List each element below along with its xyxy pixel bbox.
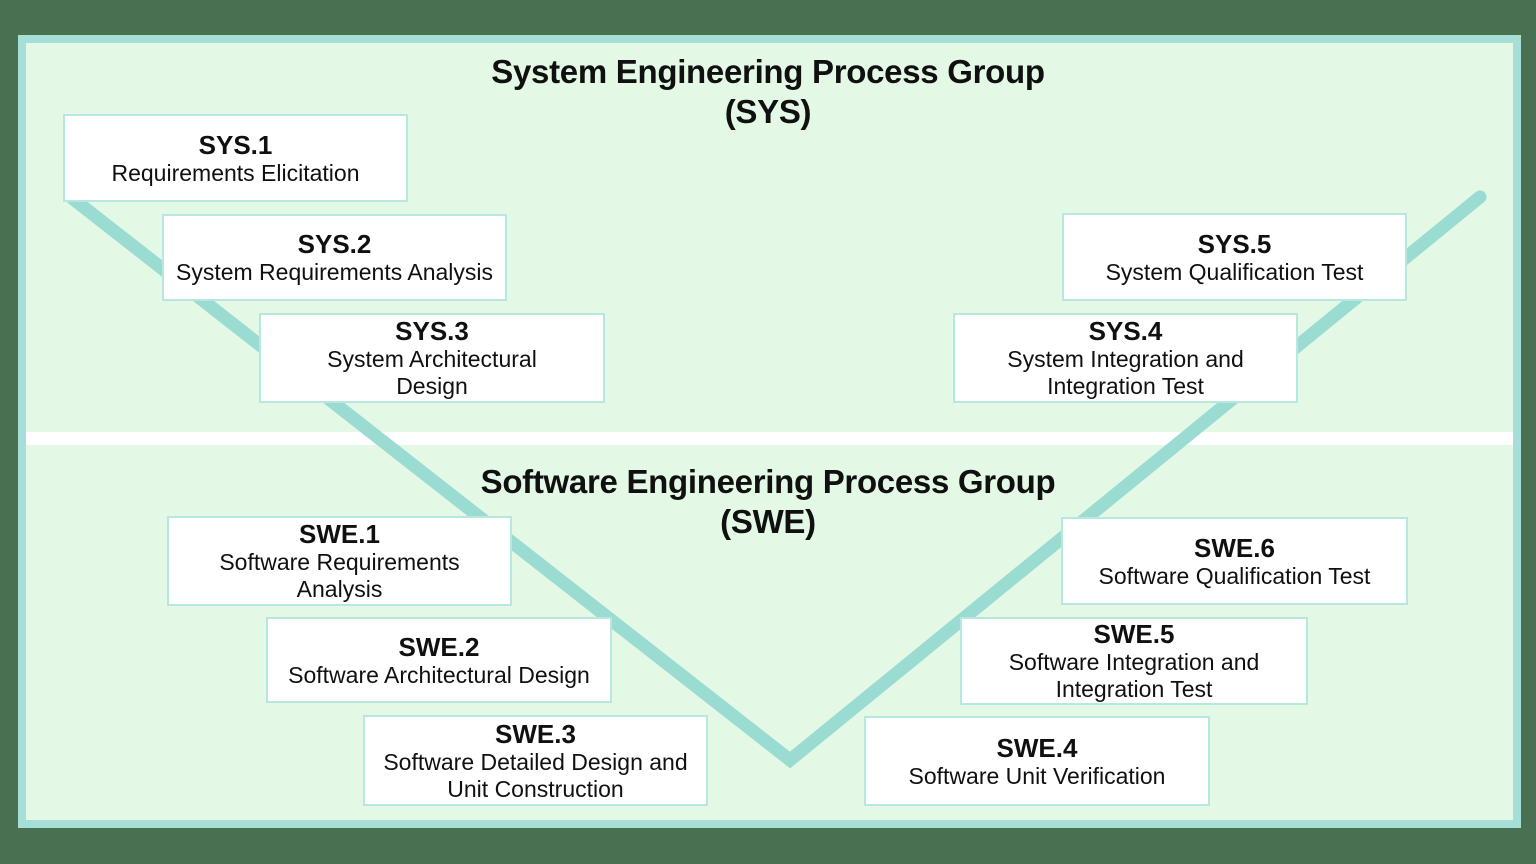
- process-box-id: SWE.5: [1093, 619, 1175, 649]
- process-box-label: System Integration and Integration Test: [1007, 346, 1244, 399]
- process-box-label: Requirements Elicitation: [111, 159, 360, 186]
- process-box-sys-5: SYS.5 System Qualification Test: [1062, 213, 1407, 301]
- process-box-id: SWE.2: [398, 631, 480, 662]
- section-divider: [26, 432, 1513, 445]
- process-box-id: SYS.4: [1088, 316, 1163, 346]
- process-box-id: SWE.3: [495, 718, 576, 749]
- process-box-label: Software Architectural Design: [288, 661, 590, 688]
- process-box-label: Software Unit Verification: [908, 762, 1166, 789]
- process-box-sys-4: SYS.4 System Integration and Integration…: [953, 313, 1298, 403]
- process-box-swe-5: SWE.5 Software Integration and Integrati…: [960, 617, 1308, 705]
- process-box-label: Software Requirements Analysis: [219, 549, 460, 602]
- process-box-label: Software Detailed Design and Unit Constr…: [383, 748, 688, 802]
- process-box-swe-2: SWE.2 Software Architectural Design: [266, 617, 612, 703]
- process-box-sys-1: SYS.1 Requirements Elicitation: [63, 114, 408, 202]
- swe-group-header: Software Engineering Process Group (SWE): [0, 462, 1536, 542]
- process-box-sys-3: SYS.3 System Architectural Design: [259, 313, 605, 403]
- process-box-label: System Architectural Design: [327, 346, 537, 399]
- process-box-swe-4: SWE.4 Software Unit Verification: [864, 716, 1210, 806]
- sys-group-subtitle: (SYS): [724, 93, 812, 130]
- process-box-id: SYS.3: [395, 316, 469, 346]
- swe-group-subtitle: (SWE): [720, 503, 816, 540]
- process-box-id: SYS.1: [198, 129, 273, 160]
- process-box-id: SYS.5: [1197, 228, 1272, 259]
- process-box-label: Software Integration and Integration Tes…: [1008, 649, 1260, 702]
- process-box-label: System Qualification Test: [1105, 258, 1364, 285]
- process-box-sys-2: SYS.2 System Requirements Analysis: [162, 214, 507, 301]
- sys-group-title: System Engineering Process Group: [491, 53, 1045, 90]
- process-box-id: SWE.4: [996, 732, 1078, 763]
- process-box-label: Software Qualification Test: [1098, 562, 1371, 589]
- swe-group-title: Software Engineering Process Group: [480, 463, 1056, 500]
- process-box-id: SYS.2: [297, 229, 372, 259]
- process-box-swe-3: SWE.3 Software Detailed Design and Unit …: [363, 715, 708, 806]
- process-box-label: System Requirements Analysis: [175, 259, 493, 285]
- sys-group-header: System Engineering Process Group (SYS): [0, 52, 1536, 132]
